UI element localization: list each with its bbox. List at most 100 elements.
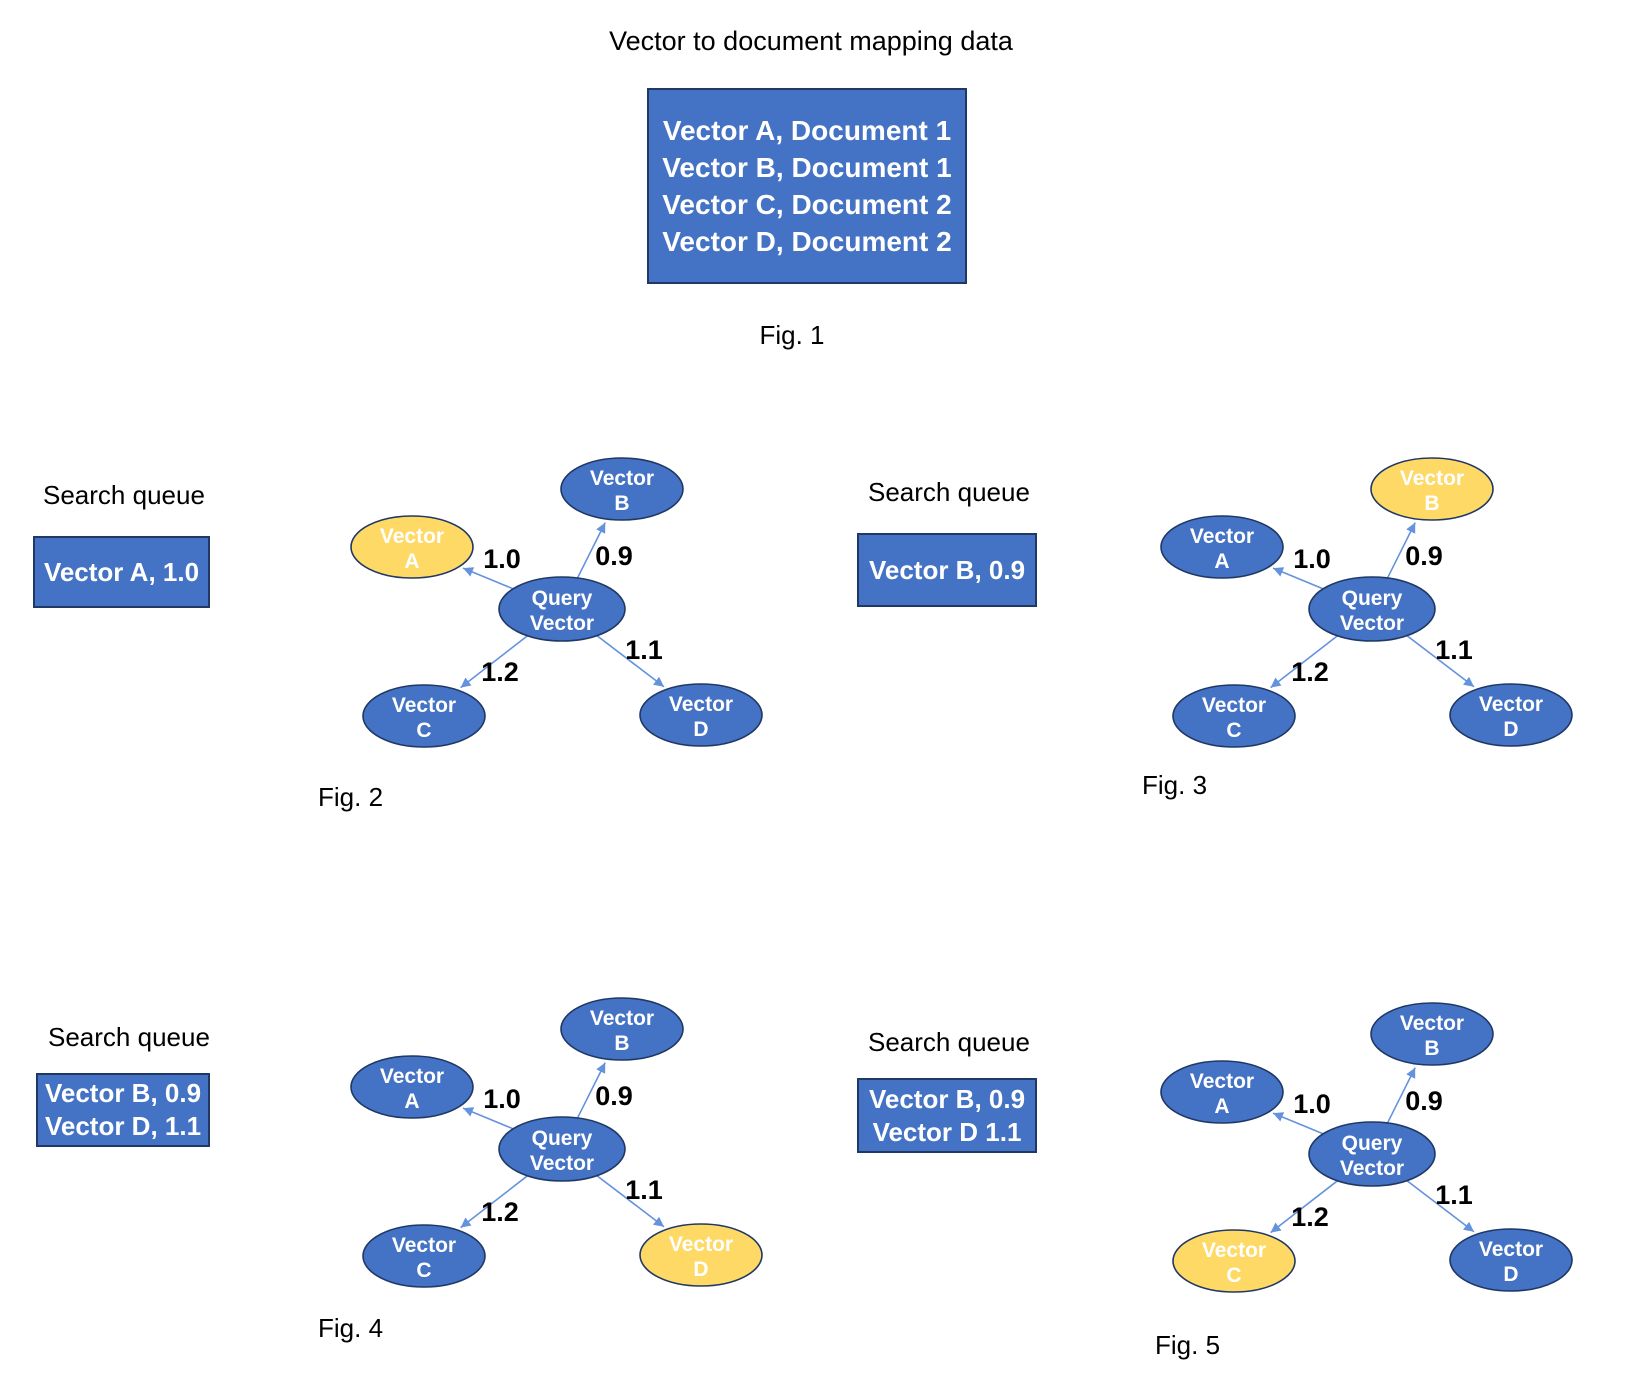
node-ellipse-A (350, 1055, 474, 1119)
node-ellipse-D (639, 1223, 763, 1287)
edge-line-D (1403, 632, 1475, 688)
edge-line-D (593, 1172, 665, 1228)
fig3-caption: Fig. 3 (1142, 770, 1208, 800)
node-ellipse-C (362, 684, 486, 748)
edge-line-C (460, 632, 532, 689)
edge-weight-label-C: 1.2 (1291, 657, 1329, 687)
node-ellipse-A (1160, 515, 1284, 579)
search-queue-box-fig2: Vector A, 1.0 (33, 536, 210, 608)
node-ellipse-B (560, 457, 684, 521)
node-ellipse-D (1449, 1228, 1573, 1292)
edge-line-A (1272, 567, 1328, 592)
edge-weight-label-D: 1.1 (1435, 635, 1473, 665)
query-vector-node (1308, 576, 1436, 642)
fig5-caption: Fig. 5 (1155, 1330, 1221, 1360)
mapping-data-box: Vector A, Document 1 Vector B, Document … (647, 88, 967, 284)
edge-weight-label-D: 1.1 (625, 1175, 663, 1205)
node-ellipse-A (1160, 1060, 1284, 1124)
fig1-title: Vector to document mapping data (609, 26, 1013, 56)
edge-weight-label-A: 1.0 (1293, 1089, 1331, 1119)
node-ellipse-B (1370, 1002, 1494, 1066)
mapping-line: Vector D, Document 2 (662, 226, 952, 257)
queue-entry: Vector B, 0.9 (44, 1078, 202, 1108)
queue-entry: Vector D, 1.1 (44, 1111, 202, 1141)
search-queue-box-fig5: Vector B, 0.9 Vector D 1.1 (857, 1078, 1037, 1153)
edge-line-B (1385, 522, 1416, 582)
edge-weight-label-D: 1.1 (625, 635, 663, 665)
edge-weight-label-B: 0.9 (595, 1081, 633, 1111)
edge-line-B (575, 1062, 606, 1122)
mapping-line: Vector C, Document 2 (662, 189, 952, 220)
edge-line-C (460, 1172, 532, 1229)
edge-weight-label-A: 1.0 (483, 1084, 521, 1114)
edge-line-C (1270, 1177, 1342, 1234)
edge-weight-label-A: 1.0 (483, 544, 521, 574)
edge-line-D (593, 632, 665, 688)
search-queue-label-fig3: Search queue (868, 477, 1030, 507)
node-ellipse-D (1449, 683, 1573, 747)
edge-weight-label-B: 0.9 (1405, 541, 1443, 571)
edge-line-D (1403, 1177, 1475, 1233)
node-ellipse-C (1172, 684, 1296, 748)
edge-weight-label-D: 1.1 (1435, 1180, 1473, 1210)
edge-weight-label-A: 1.0 (1293, 544, 1331, 574)
edge-weight-label-C: 1.2 (481, 1197, 519, 1227)
node-ellipse-A (350, 515, 474, 579)
node-ellipse-B (560, 997, 684, 1061)
search-queue-label-fig2: Search queue (43, 480, 205, 510)
node-ellipse-C (1172, 1229, 1296, 1293)
search-queue-box-fig4: Vector B, 0.9 Vector D, 1.1 (36, 1073, 210, 1147)
search-queue-label-fig5: Search queue (868, 1027, 1030, 1057)
mapping-line: Vector B, Document 1 (662, 152, 952, 183)
edge-line-B (1385, 1067, 1416, 1127)
edge-weight-label-C: 1.2 (1291, 1202, 1329, 1232)
query-vector-node (498, 1116, 626, 1182)
edge-line-B (575, 522, 606, 582)
fig2-caption: Fig. 2 (318, 782, 384, 812)
query-vector-node (1308, 1121, 1436, 1187)
edge-line-C (1270, 632, 1342, 689)
fig1-caption: Fig. 1 (759, 320, 825, 350)
edge-line-A (462, 567, 518, 592)
search-queue-box-fig3: Vector B, 0.9 (857, 533, 1037, 607)
fig4-caption: Fig. 4 (318, 1313, 384, 1343)
queue-entry: Vector B, 0.9 (868, 554, 1026, 585)
queue-entry: Vector A, 1.0 (43, 556, 200, 587)
node-ellipse-D (639, 683, 763, 747)
edge-weight-label-B: 0.9 (595, 541, 633, 571)
node-ellipse-B (1370, 457, 1494, 521)
edge-line-A (462, 1107, 518, 1132)
mapping-line: Vector A, Document 1 (662, 115, 952, 146)
node-ellipse-C (362, 1224, 486, 1288)
query-vector-node (498, 576, 626, 642)
edge-weight-label-C: 1.2 (481, 657, 519, 687)
edge-line-A (1272, 1112, 1328, 1137)
queue-entry: Vector B, 0.9 (868, 1083, 1026, 1114)
edge-weight-label-B: 0.9 (1405, 1086, 1443, 1116)
search-queue-label-fig4: Search queue (48, 1022, 210, 1052)
